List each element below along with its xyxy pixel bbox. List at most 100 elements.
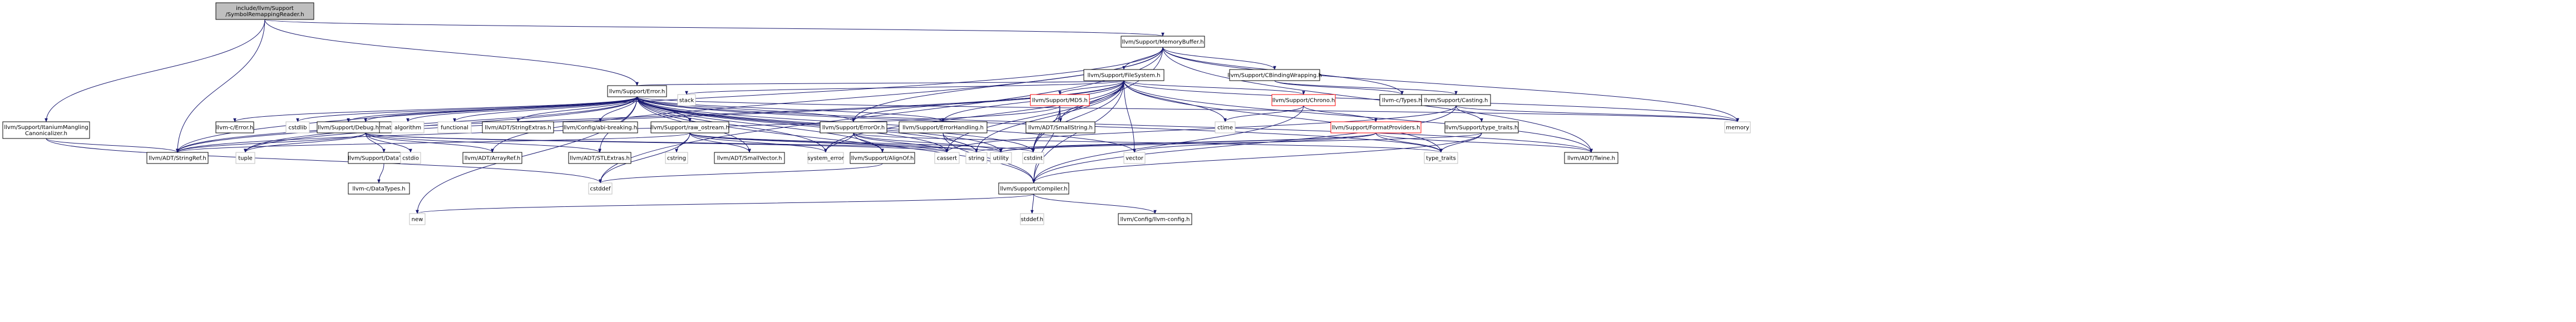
node-label-filesystem: llvm/Support/FileSystem.h xyxy=(1087,73,1160,79)
node-label-llvmconfig: llvm/Config/llvm-config.h xyxy=(1121,217,1190,223)
edge-erroror-to-utility xyxy=(853,132,1003,153)
node-cstdio: cstdio xyxy=(400,152,421,164)
edge-error-to-functional xyxy=(453,96,638,122)
edge-filesystem-to-vector xyxy=(1123,80,1136,153)
edge-error-to-errorhandling xyxy=(636,96,945,122)
node-compiler[interactable]: llvm/Support/Compiler.h xyxy=(998,182,1069,195)
edge-filesystem-to-smallstring xyxy=(1059,80,1124,122)
node-box-stddef xyxy=(1020,213,1044,225)
edge-filesystem-to-ctime xyxy=(1123,80,1227,122)
node-label-twine: llvm/ADT/Twine.h xyxy=(1567,156,1615,162)
edge-erroror-to-cassert xyxy=(853,132,949,153)
edge-format-to-stringref xyxy=(176,132,366,153)
edge-memorybuffer-to-twine xyxy=(1162,47,1593,153)
node-box-rawostream xyxy=(650,121,729,133)
node-chrono[interactable]: llvm/Support/Chrono.h xyxy=(1271,94,1336,106)
node-errorhandling[interactable]: llvm/Support/ErrorHandling.h xyxy=(899,121,988,133)
node-smallvector[interactable]: llvm/ADT/SmallVector.h xyxy=(714,152,785,164)
edge-filesystem-to-cassert xyxy=(945,80,1124,153)
node-arrayref[interactable]: llvm/ADT/ArrayRef.h xyxy=(462,152,522,164)
node-llvmconfig[interactable]: llvm/Config/llvm-config.h xyxy=(1118,213,1192,225)
node-vector: vector xyxy=(1123,152,1146,164)
edge-error-to-algorithm xyxy=(406,96,638,122)
node-box-smallstring xyxy=(1025,121,1095,133)
node-label-erroror: llvm/Support/ErrorOr.h xyxy=(822,125,885,131)
node-box-cstdint xyxy=(1022,152,1044,164)
node-stlextras[interactable]: llvm/ADT/STLExtras.h xyxy=(568,152,631,164)
node-label-alignof: llvm/Support/AlignOf.h xyxy=(851,156,914,162)
node-debug[interactable]: llvm/Support/Debug.h xyxy=(317,121,380,133)
node-cerror[interactable]: llvm-c/Error.h xyxy=(215,121,254,133)
node-filesystem[interactable]: llvm/Support/FileSystem.h xyxy=(1083,69,1164,81)
node-typetraitsstd: type_traits xyxy=(1424,152,1458,164)
edge-chrono-to-ctime xyxy=(1223,105,1304,122)
node-label-cstdint: cstdint xyxy=(1024,156,1043,162)
node-formatproviders[interactable]: llvm/Support/FormatProviders.h xyxy=(1330,121,1422,133)
node-box-casting xyxy=(1421,94,1491,106)
edge-compiler-to-llvmconfig xyxy=(1033,194,1157,214)
node-label-debug: llvm/Support/Debug.h xyxy=(318,125,379,131)
node-cdatatypes[interactable]: llvm-c/DataTypes.h xyxy=(348,182,410,195)
node-cassert: cassert xyxy=(934,152,960,164)
node-cstring: cstring xyxy=(665,152,688,164)
edge-rawostream-to-cassert xyxy=(689,132,949,153)
edge-filesystem-to-stack xyxy=(685,80,1124,95)
node-error[interactable]: llvm/Support/Error.h xyxy=(607,85,667,97)
node-stringref[interactable]: llvm/ADT/StringRef.h xyxy=(146,152,209,164)
node-itanium[interactable]: llvm/Support/ItaniumManglingCanonicalize… xyxy=(2,121,90,139)
node-stringextras[interactable]: llvm/ADT/StringExtras.h xyxy=(482,121,554,133)
node-box-llvmconfig xyxy=(1118,213,1192,225)
node-label-formatproviders: llvm/Support/FormatProviders.h xyxy=(1332,125,1420,131)
node-label-itanium: Canonicalizer.h xyxy=(25,131,67,137)
node-label-rawostream: llvm/Support/raw_ostream.h xyxy=(650,125,729,131)
edge-rawostream-to-systemerror xyxy=(689,132,827,153)
edge-filesystem-to-cstdint xyxy=(1032,80,1124,153)
node-label-stringref: llvm/ADT/StringRef.h xyxy=(149,156,206,162)
node-box-typetraitsstd xyxy=(1424,152,1458,164)
node-box-stack xyxy=(677,94,696,106)
node-casting[interactable]: llvm/Support/Casting.h xyxy=(1421,94,1491,106)
node-cstddef: cstddef xyxy=(588,182,613,195)
node-box-tuple xyxy=(235,152,255,164)
node-label-memorybuffer: llvm/Support/MemoryBuffer.h xyxy=(1122,39,1203,46)
node-label-systemerror: system_error xyxy=(807,156,844,162)
node-ctypes[interactable]: llvm-c/Types.h xyxy=(1379,94,1425,106)
node-alignof[interactable]: llvm/Support/AlignOf.h xyxy=(850,152,915,164)
node-box-cstddef xyxy=(588,182,613,195)
node-cstdlib: cstdlib xyxy=(285,121,310,133)
edge-error-to-new xyxy=(416,96,638,214)
edge-format-to-cstdio xyxy=(365,132,412,153)
node-erroror[interactable]: llvm/Support/ErrorOr.h xyxy=(820,121,887,133)
node-box-formatproviders xyxy=(1330,121,1422,133)
node-box-erroror xyxy=(820,121,887,133)
node-label-typetraits: llvm/Support/type_traits.h xyxy=(1445,125,1518,131)
node-box-stringextras xyxy=(482,121,554,133)
node-twine[interactable]: llvm/ADT/Twine.h xyxy=(1564,152,1618,164)
node-rawostream[interactable]: llvm/Support/raw_ostream.h xyxy=(650,121,729,133)
node-box-new xyxy=(409,213,426,225)
edge-error-to-compiler xyxy=(636,96,1035,184)
node-box-mds xyxy=(1030,94,1090,106)
edge-itanium-to-cstddef xyxy=(46,138,602,184)
node-box-alignof xyxy=(850,152,915,164)
node-mds[interactable]: llvm/Support/MD5.h xyxy=(1030,94,1090,106)
node-label-string: string xyxy=(969,156,985,162)
edge-memorybuffer-to-cbinding xyxy=(1162,47,1276,70)
node-cbinding[interactable]: llvm/Support/CBindingWrapping.h xyxy=(1227,69,1322,81)
node-root[interactable]: include/llvm/Support/SymbolRemappingRead… xyxy=(215,2,314,20)
node-abibreaking[interactable]: llvm/Config/abi-breaking.h xyxy=(562,121,638,133)
node-smallstring[interactable]: llvm/ADT/SmallString.h xyxy=(1025,121,1095,133)
node-label-cstdlib: cstdlib xyxy=(289,125,307,131)
edge-typetraits-to-typetraitsstd xyxy=(1439,132,1482,153)
edge-memorybuffer-to-memory xyxy=(1162,47,1739,122)
node-memorybuffer[interactable]: llvm/Support/MemoryBuffer.h xyxy=(1121,36,1205,48)
node-box-cerror xyxy=(215,121,254,133)
node-label-cerror: llvm-c/Error.h xyxy=(216,125,254,131)
node-tuple: tuple xyxy=(235,152,255,164)
edge-rawostream-to-string xyxy=(689,132,978,153)
edge-cbinding-to-ctypes xyxy=(1274,80,1404,95)
node-label-cassert: cassert xyxy=(937,156,957,162)
node-box-cassert xyxy=(934,152,960,164)
node-typetraits[interactable]: llvm/Support/type_traits.h xyxy=(1444,121,1519,133)
